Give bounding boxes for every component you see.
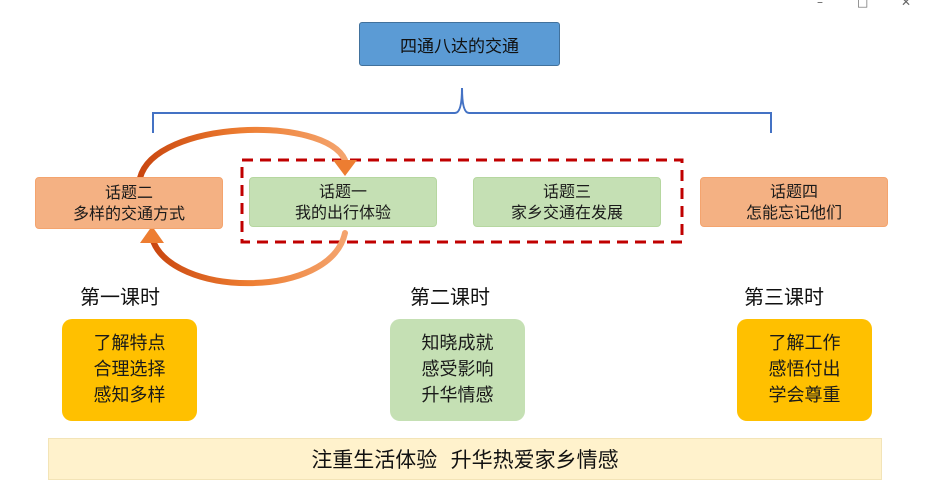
topic-4: 话题四 怎能忘记他们 — [700, 177, 888, 227]
arrowhead-top — [333, 160, 357, 176]
diagram-title-text: 四通八达的交通 — [400, 36, 519, 57]
topic-3-title: 家乡交通在发展 — [510, 203, 623, 222]
goal-item: 合理选择 — [93, 359, 166, 380]
goal-item: 感知多样 — [93, 385, 166, 406]
diagram-title: 四通八达的交通 — [359, 22, 560, 66]
goal-item: 感悟付出 — [768, 359, 841, 380]
goal-item: 了解工作 — [768, 333, 841, 354]
goal-item: 了解特点 — [93, 333, 166, 354]
topic-3-label: 话题三 — [542, 182, 591, 201]
lesson-1-goals: 了解特点 合理选择 感知多样 — [62, 319, 197, 421]
summary-text: 注重生活体验 升华热爱家乡情感 — [311, 448, 619, 472]
window-controls: – □ ✕ — [811, 0, 931, 12]
topic-4-title: 怎能忘记他们 — [745, 203, 842, 222]
close-icon[interactable]: ✕ — [901, 0, 912, 9]
minimize-icon[interactable]: – — [817, 0, 823, 9]
topic-2-title: 多样的交通方式 — [72, 204, 185, 223]
brace — [152, 87, 772, 133]
topic-1: 话题一 我的出行体验 — [249, 177, 437, 227]
topic-1-label: 话题一 — [318, 182, 367, 201]
dashed-grouping-box — [240, 158, 684, 244]
topic-2: 话题二 多样的交通方式 — [35, 177, 223, 229]
goal-item: 知晓成就 — [421, 333, 494, 354]
goal-item: 升华情感 — [421, 385, 494, 406]
curved-arrow-bottom — [149, 230, 348, 287]
lesson-1-label: 第一课时 — [80, 285, 160, 309]
lesson-2-label: 第二课时 — [410, 285, 490, 309]
lesson-3-label: 第三课时 — [744, 285, 824, 309]
goal-item: 学会尊重 — [768, 385, 841, 406]
maximize-icon[interactable]: □ — [857, 0, 869, 9]
topic-1-title: 我的出行体验 — [294, 203, 391, 222]
summary-banner: 注重生活体验 升华热爱家乡情感 — [48, 438, 882, 480]
lesson-3-goals: 了解工作 感悟付出 学会尊重 — [737, 319, 872, 421]
topic-3: 话题三 家乡交通在发展 — [473, 177, 661, 227]
curved-arrow-top — [137, 127, 348, 181]
lesson-2-goals: 知晓成就 感受影响 升华情感 — [390, 319, 525, 421]
arrowhead-bottom — [140, 226, 164, 243]
topic-4-label: 话题四 — [769, 182, 818, 201]
goal-item: 感受影响 — [421, 359, 494, 380]
topic-2-label: 话题二 — [104, 183, 153, 202]
